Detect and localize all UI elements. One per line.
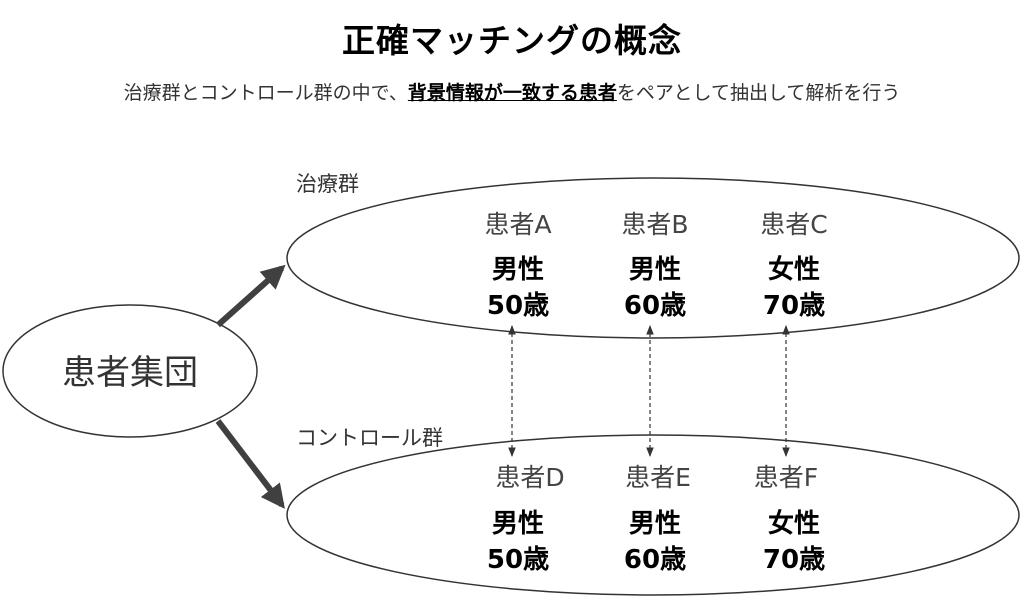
population-ellipse <box>2 304 258 438</box>
control-group-label: コントロール群 <box>296 426 443 450</box>
patient-c-age: 70歳 <box>762 291 826 321</box>
subtitle-prefix: 治療群とコントロール群の中で、 <box>123 82 408 104</box>
treatment-group-label: 治療群 <box>296 172 359 196</box>
patient-b-age: 60歳 <box>623 291 687 321</box>
patient-f-age: 70歳 <box>762 545 826 575</box>
patient-c-name: 患者C <box>760 210 828 239</box>
patient-a-age: 50歳 <box>486 291 550 321</box>
patient-e-age: 60歳 <box>623 545 687 575</box>
patient-b-sex: 男性 <box>628 255 681 285</box>
patient-e-sex: 男性 <box>628 509 681 539</box>
patient-b-attributes: 男性 60歳 <box>585 252 725 324</box>
patient-e-name: 患者E <box>625 463 691 492</box>
patient-c-attributes: 女性 70歳 <box>724 252 864 324</box>
patient-d-name: 患者D <box>495 463 565 492</box>
patient-d-sex: 男性 <box>491 509 544 539</box>
patient-a-name: 患者A <box>484 210 552 239</box>
patient-b-name: 患者B <box>621 210 689 239</box>
patient-e-attributes: 男性 60歳 <box>585 506 725 578</box>
patient-f-name: 患者F <box>753 463 819 492</box>
subtitle-emphasis: 背景情報が一致する患者 <box>407 82 617 104</box>
patient-f-attributes: 女性 70歳 <box>724 506 864 578</box>
patient-a-sex: 男性 <box>491 255 544 285</box>
patient-a-attributes: 男性 50歳 <box>448 252 588 324</box>
subtitle-suffix: をペアとして抽出して解析を行う <box>616 82 901 104</box>
arrow-to-control <box>215 419 285 509</box>
diagram-title: 正確マッチングの概念 <box>342 21 682 60</box>
patient-c-sex: 女性 <box>767 255 820 285</box>
patient-f-sex: 女性 <box>767 509 820 539</box>
patient-d-attributes: 男性 50歳 <box>448 506 588 578</box>
patient-d-age: 50歳 <box>486 545 550 575</box>
arrow-to-treatment <box>216 264 286 328</box>
diagram-subtitle: 治療群とコントロール群の中で、背景情報が一致する患者をペアとして抽出して解析を行… <box>0 78 1024 105</box>
population-label: 患者集団 <box>62 353 198 393</box>
